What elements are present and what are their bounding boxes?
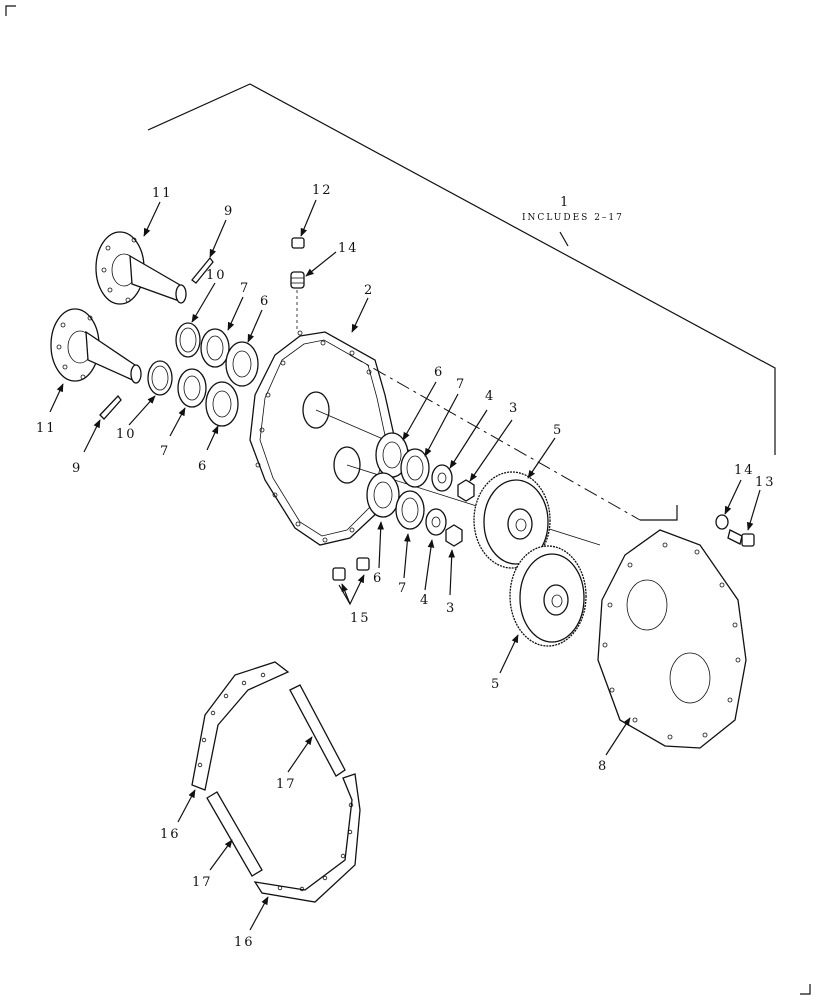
gearbox-cover	[597, 529, 747, 749]
gear-upper	[473, 471, 551, 569]
cotter-pin-lower	[99, 394, 122, 420]
cover-alignment-line	[349, 354, 641, 521]
callout-3-upper: 3	[509, 401, 519, 416]
callout-8: 8	[598, 759, 608, 774]
callout-7-upper-right: 7	[456, 377, 466, 392]
callout-17-right: 17	[276, 777, 297, 792]
bearing-set-lower-right	[366, 472, 447, 536]
bearing-set-upper-left	[200, 328, 259, 387]
gear-lower	[509, 545, 587, 647]
callout-11-lower: 11	[36, 421, 57, 436]
callout-7-lower-left: 7	[160, 444, 170, 459]
callout-6-lower-right: 6	[373, 571, 383, 586]
washer	[715, 514, 729, 530]
cover-bolt-leader	[640, 505, 678, 521]
gasket-upper	[191, 661, 290, 791]
callout-4-lower: 4	[420, 593, 430, 608]
callout-5-lower: 5	[491, 677, 501, 692]
callout-9-upper: 9	[224, 204, 234, 219]
callout-3-lower: 3	[446, 601, 456, 616]
callout-14-upper: 14	[338, 241, 359, 256]
callout-7-lower-right: 7	[398, 581, 408, 596]
output-shaft-upper	[95, 231, 187, 305]
callout-9-lower: 9	[72, 461, 82, 476]
gearbox-housing	[249, 330, 396, 546]
callout-10-lower: 10	[116, 427, 137, 442]
callout-16-upper: 16	[160, 827, 181, 842]
callout-13: 13	[755, 475, 776, 490]
crop-mark-bottom-right	[800, 984, 811, 995]
output-shaft-lower	[50, 308, 142, 384]
callout-2: 2	[364, 283, 374, 298]
callout-1-note: INCLUDES 2–17	[522, 213, 624, 223]
callout-1: 1	[560, 195, 570, 210]
shim-right	[289, 684, 346, 777]
callout-4-upper: 4	[485, 389, 495, 404]
callout-14-lower: 14	[734, 463, 755, 478]
callout-15: 15	[350, 611, 371, 626]
drain-plug-right	[356, 557, 370, 571]
shim-left	[206, 791, 263, 877]
castle-nut-lower	[445, 524, 463, 547]
callout-6-upper-right: 6	[434, 365, 444, 380]
callout-leaders	[49, 199, 761, 931]
callout-6-upper-left: 6	[260, 294, 270, 309]
callout-7-upper-left: 7	[240, 281, 250, 296]
drain-plug-left	[332, 567, 346, 581]
callout-17-left: 17	[192, 875, 213, 890]
breather-fitting	[290, 271, 305, 289]
breather-plug	[291, 237, 305, 249]
castle-nut-upper	[457, 479, 475, 502]
cap-screw	[727, 529, 755, 547]
gasket-lower	[253, 773, 361, 903]
assembly-bracket	[147, 83, 776, 455]
crop-mark-top-left	[5, 5, 16, 16]
bearing-set-lower-left	[177, 368, 239, 427]
cotter-pin-upper	[191, 256, 214, 284]
callout-11-upper: 11	[152, 186, 173, 201]
callout-5-upper: 5	[553, 423, 563, 438]
callout-12: 12	[312, 183, 333, 198]
bracket-leader	[559, 231, 569, 247]
callout-10-upper: 10	[206, 268, 227, 283]
callout-16-lower: 16	[234, 935, 255, 950]
callout-6-lower-left: 6	[198, 459, 208, 474]
